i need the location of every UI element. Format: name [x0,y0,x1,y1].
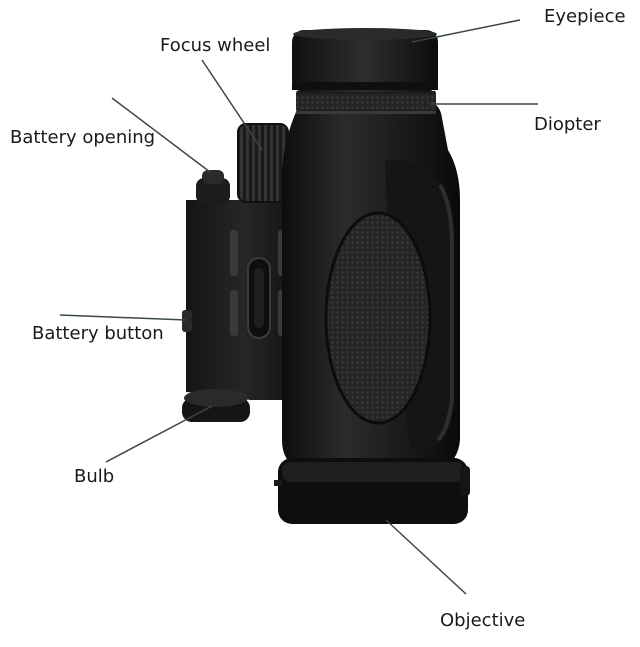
label-battery-button: Battery button [32,323,164,344]
leader-lines [59,19,538,595]
monocular-body [282,100,460,470]
label-focus-wheel: Focus wheel [160,35,271,56]
battery-opening-cap [196,170,230,204]
leader-bulb [105,405,213,463]
leader-battery-opening [111,97,211,173]
label-bulb: Bulb [74,466,115,487]
diopter-ring [296,88,436,114]
leader-eyepiece [411,19,521,43]
label-battery-opening: Battery opening [10,127,156,148]
eyepiece-cap [292,28,438,92]
focus-wheel [237,123,289,203]
label-objective: Objective [440,610,526,631]
leader-battery-button [59,314,187,321]
label-eyepiece: Eyepiece [544,6,626,27]
objective-base [274,458,470,524]
bulb [182,389,250,422]
leader-objective [385,519,467,595]
leader-focus-wheel [201,59,263,151]
label-diopter: Diopter [534,114,601,135]
